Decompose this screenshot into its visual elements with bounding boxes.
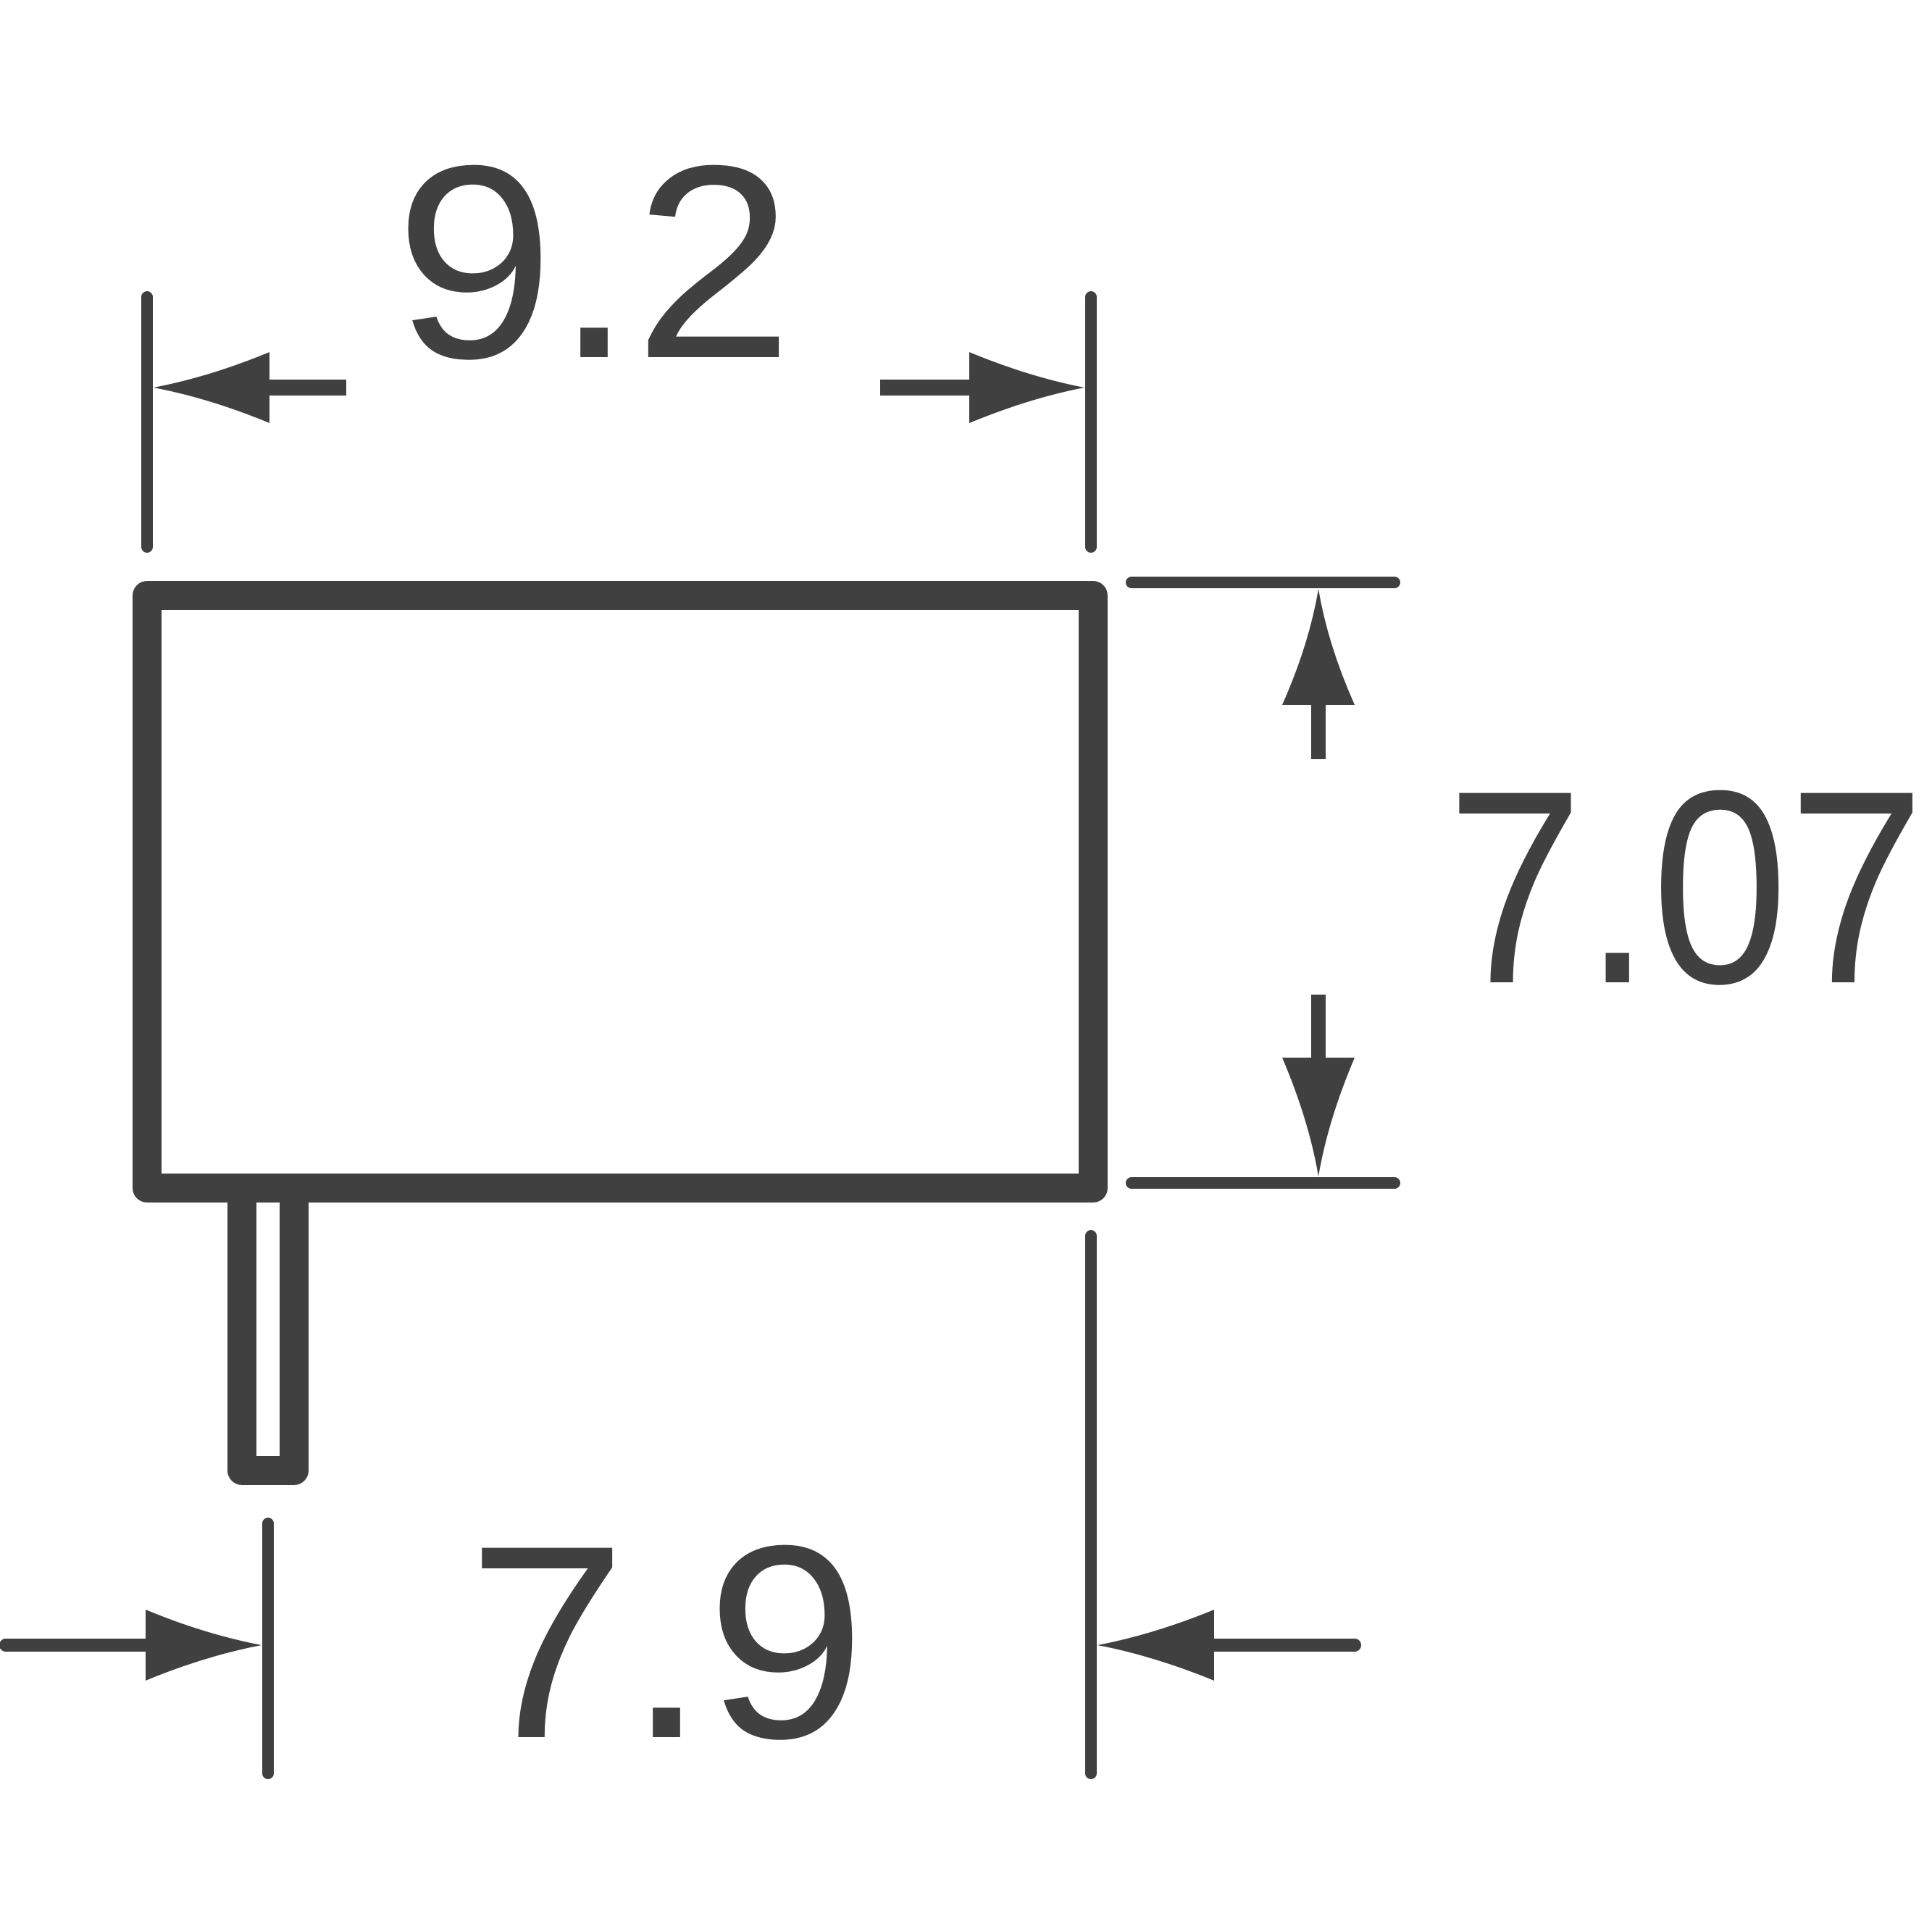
- dimension-bottom-offset: 7.9: [467, 1488, 866, 1796]
- top-arrowhead-right: [969, 352, 1084, 423]
- bottom-arrowhead-left: [146, 1610, 262, 1681]
- top-arrowhead-left: [154, 352, 269, 423]
- dimension-right-height: 7.07: [1447, 733, 1925, 1041]
- dimension-top-width: 9.2: [395, 108, 793, 416]
- component-lead: [227, 1174, 309, 1485]
- bottom-arrowhead-right: [1097, 1610, 1214, 1681]
- right-arrowhead-top: [1282, 589, 1355, 705]
- right-arrowhead-bottom: [1282, 1058, 1355, 1176]
- component-body-outline: [133, 581, 1108, 1203]
